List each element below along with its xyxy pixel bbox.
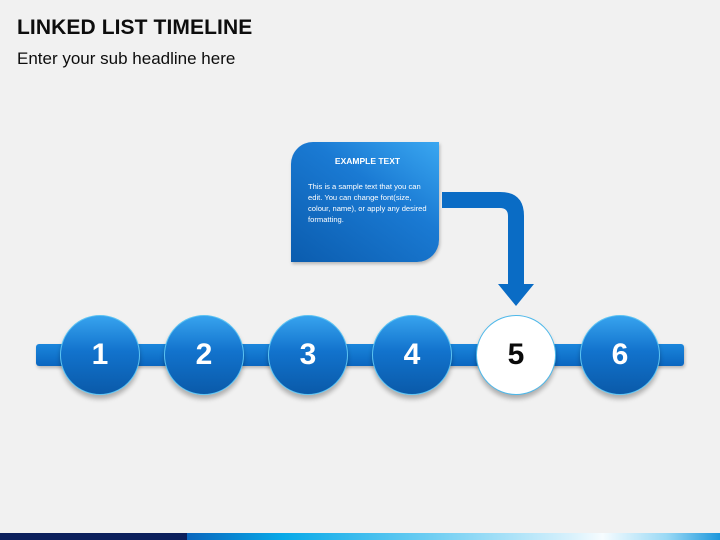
footer-navy-segment	[0, 533, 187, 540]
footer-decorative-bar	[0, 533, 720, 540]
timeline-node-2[interactable]: 2	[164, 315, 244, 395]
callout-title: EXAMPLE TEXT	[334, 156, 401, 166]
page-title: LINKED LIST TIMELINE	[17, 16, 253, 39]
callout-body: This is a sample text that you can edit.…	[308, 182, 427, 224]
page-subtitle: Enter your sub headline here	[17, 49, 236, 68]
timeline-node-1[interactable]: 1	[60, 315, 140, 395]
timeline-node-4[interactable]: 4	[372, 315, 452, 395]
timeline-node-5-active[interactable]: 5	[476, 315, 556, 395]
timeline-node-3[interactable]: 3	[268, 315, 348, 395]
callout-box[interactable]: EXAMPLE TEXT This is a sample text that …	[291, 142, 439, 262]
footer-gradient-segment	[187, 533, 720, 540]
timeline-node-6[interactable]: 6	[580, 315, 660, 395]
